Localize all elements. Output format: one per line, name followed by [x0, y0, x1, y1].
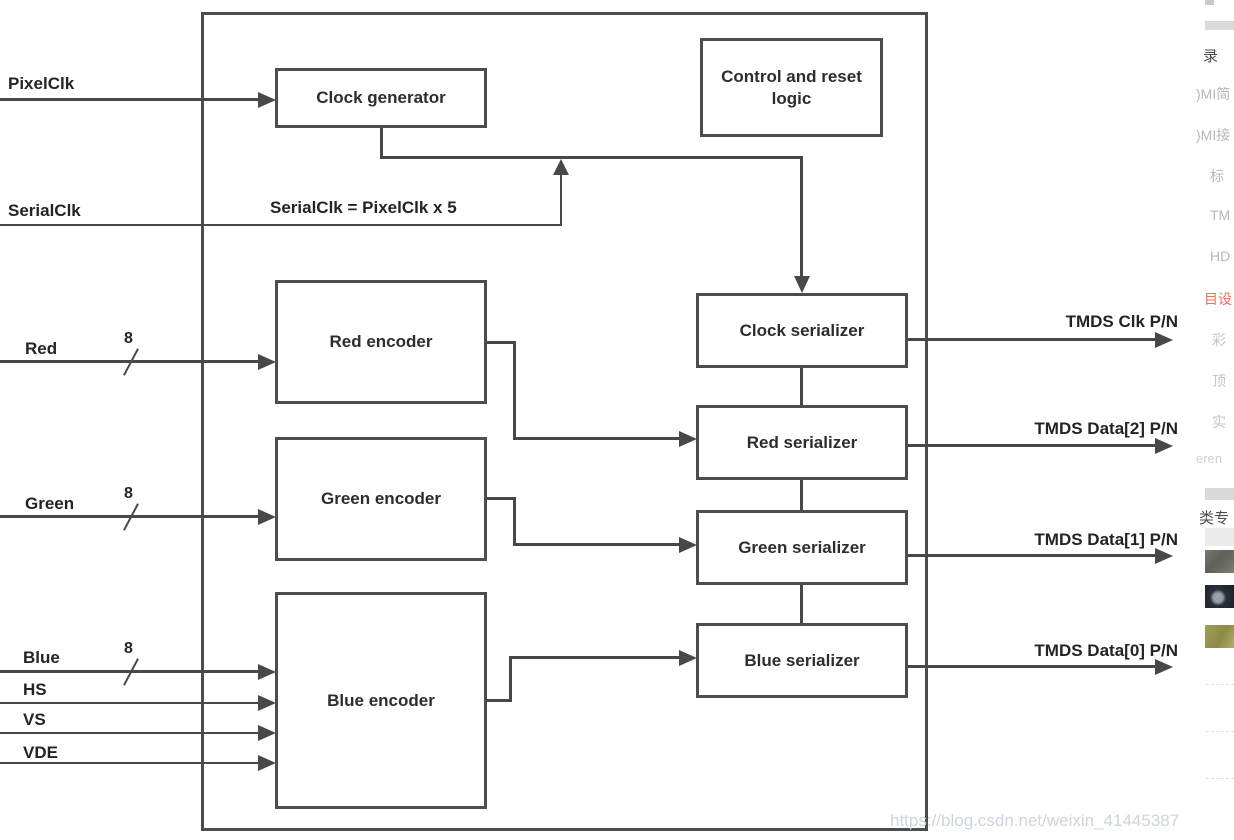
block-clock-generator: Clock generator [275, 68, 487, 128]
green-enc-out-v [513, 497, 516, 545]
sidebar-top-sliver [1205, 0, 1214, 5]
sidebar-separator-3 [1206, 778, 1234, 779]
output-label-tmds-data2: TMDS Data[2] P/N [1034, 419, 1178, 438]
sidebar-item-tmds[interactable]: TM [1210, 207, 1231, 223]
block-blue-serializer: Blue serializer [696, 623, 908, 698]
arrowhead-vs [258, 725, 276, 741]
green-enc-out-h2 [513, 543, 680, 546]
bus-width-red: 8 [124, 330, 133, 347]
input-label-green: Green [25, 494, 75, 513]
serialclk-annotation: SerialClk = PixelClk x 5 [270, 198, 457, 217]
tmds-data0-wire [908, 665, 1158, 668]
input-label-vs: VS [23, 710, 46, 729]
arrowhead-pixelclk [258, 92, 276, 108]
arrowhead-tmds-data0 [1155, 659, 1173, 675]
sidebar-thumbnail-3[interactable] [1205, 625, 1234, 648]
blue-enc-out-h2 [509, 656, 680, 659]
serializer-conn-clk-red [800, 368, 803, 405]
arrowhead-tmds-data2 [1155, 438, 1173, 454]
arrowhead-serialclk-up [553, 159, 569, 175]
sidebar-thumbnail-1[interactable] [1205, 550, 1234, 573]
arrowhead-green [258, 509, 276, 525]
red-enc-out-h1 [487, 341, 516, 344]
arrowhead-green-serializer [679, 537, 697, 553]
serializer-conn-green-blue [800, 585, 803, 623]
block-clock-serializer: Clock serializer [696, 293, 908, 368]
arrowhead-red-serializer [679, 431, 697, 447]
sidebar-thumbnail-2[interactable] [1205, 585, 1234, 608]
arrowhead-hs [258, 695, 276, 711]
input-label-serialclk: SerialClk [8, 201, 81, 220]
block-red-serializer: Red serializer [696, 405, 908, 480]
red-enc-out-h2 [513, 437, 680, 440]
block-blue-encoder: Blue encoder [275, 592, 487, 809]
sidebar-item-std[interactable]: 标 [1210, 168, 1224, 184]
sidebar-item-impl[interactable]: 实 [1212, 414, 1226, 430]
arrowhead-blue [258, 664, 276, 680]
blue-enc-out-v [509, 656, 512, 702]
tmds-data2-wire [908, 444, 1158, 447]
arrowhead-blue-serializer [679, 650, 697, 666]
arrowhead-clock-serializer [794, 276, 810, 293]
sidebar-item-references[interactable]: eren [1196, 451, 1223, 466]
csdn-watermark: https://blog.csdn.net/weixin_41445387 [890, 811, 1180, 830]
sidebar-item-categories[interactable]: 类专 [1199, 510, 1230, 527]
arrowhead-tmds-clk [1155, 332, 1173, 348]
input-label-pixelclk: PixelClk [8, 74, 75, 93]
sidebar-item-top[interactable]: 顶 [1212, 373, 1226, 389]
block-control-reset-logic: Control and reset logic [700, 38, 883, 137]
arrowhead-tmds-data1 [1155, 548, 1173, 564]
sidebar-separator-1 [1206, 684, 1234, 685]
sidebar-item-current[interactable]: 目设 [1204, 291, 1232, 307]
serialclk-wire [0, 224, 562, 226]
tmds-data1-wire [908, 554, 1158, 557]
clock-route-horizontal [380, 156, 803, 159]
arrowhead-red [258, 354, 276, 370]
serialclk-wire-up [560, 174, 562, 226]
input-label-blue: Blue [23, 648, 60, 667]
hs-wire [0, 702, 259, 704]
vs-wire [0, 732, 259, 734]
sidebar-divider-2 [1205, 488, 1234, 500]
input-label-vde: VDE [23, 743, 58, 762]
sidebar-item-hdmi-intro[interactable]: )MI简 [1196, 86, 1231, 102]
sidebar-light-block [1205, 528, 1234, 546]
red-enc-out-v [513, 341, 516, 440]
sidebar-item-hdmi-interface[interactable]: )MI接 [1196, 127, 1231, 143]
green-enc-out-h1 [487, 497, 516, 500]
block-green-serializer: Green serializer [696, 510, 908, 585]
sidebar-item-toc[interactable]: 录 [1203, 48, 1219, 65]
bus-width-blue: 8 [124, 640, 133, 657]
pixelclk-wire [0, 98, 259, 101]
arrowhead-vde [258, 755, 276, 771]
sidebar-item-hd[interactable]: HD [1210, 248, 1231, 264]
sidebar-separator-2 [1206, 731, 1234, 732]
sidebar-divider-1 [1205, 21, 1234, 30]
blue-enc-out-h1 [487, 699, 512, 702]
block-green-encoder: Green encoder [275, 437, 487, 561]
block-red-encoder: Red encoder [275, 280, 487, 404]
module-boundary [201, 12, 928, 831]
input-label-red: Red [25, 339, 58, 358]
bus-width-green: 8 [124, 485, 133, 502]
sidebar: 录 )MI简 )MI接 标 TM HD 目设 彩 顶 实 eren 类专 [1194, 0, 1234, 840]
clockgen-down-wire [380, 128, 383, 159]
sidebar-item-color[interactable]: 彩 [1212, 332, 1226, 348]
output-label-tmds-data1: TMDS Data[1] P/N [1034, 530, 1178, 549]
input-label-hs: HS [23, 680, 47, 699]
output-label-tmds-clk: TMDS Clk P/N [1065, 312, 1178, 331]
serializer-conn-red-green [800, 480, 803, 510]
vde-wire [0, 762, 259, 764]
output-label-tmds-data0: TMDS Data[0] P/N [1034, 641, 1178, 660]
tmds-clk-wire [908, 338, 1158, 341]
clock-route-vertical [800, 158, 803, 278]
